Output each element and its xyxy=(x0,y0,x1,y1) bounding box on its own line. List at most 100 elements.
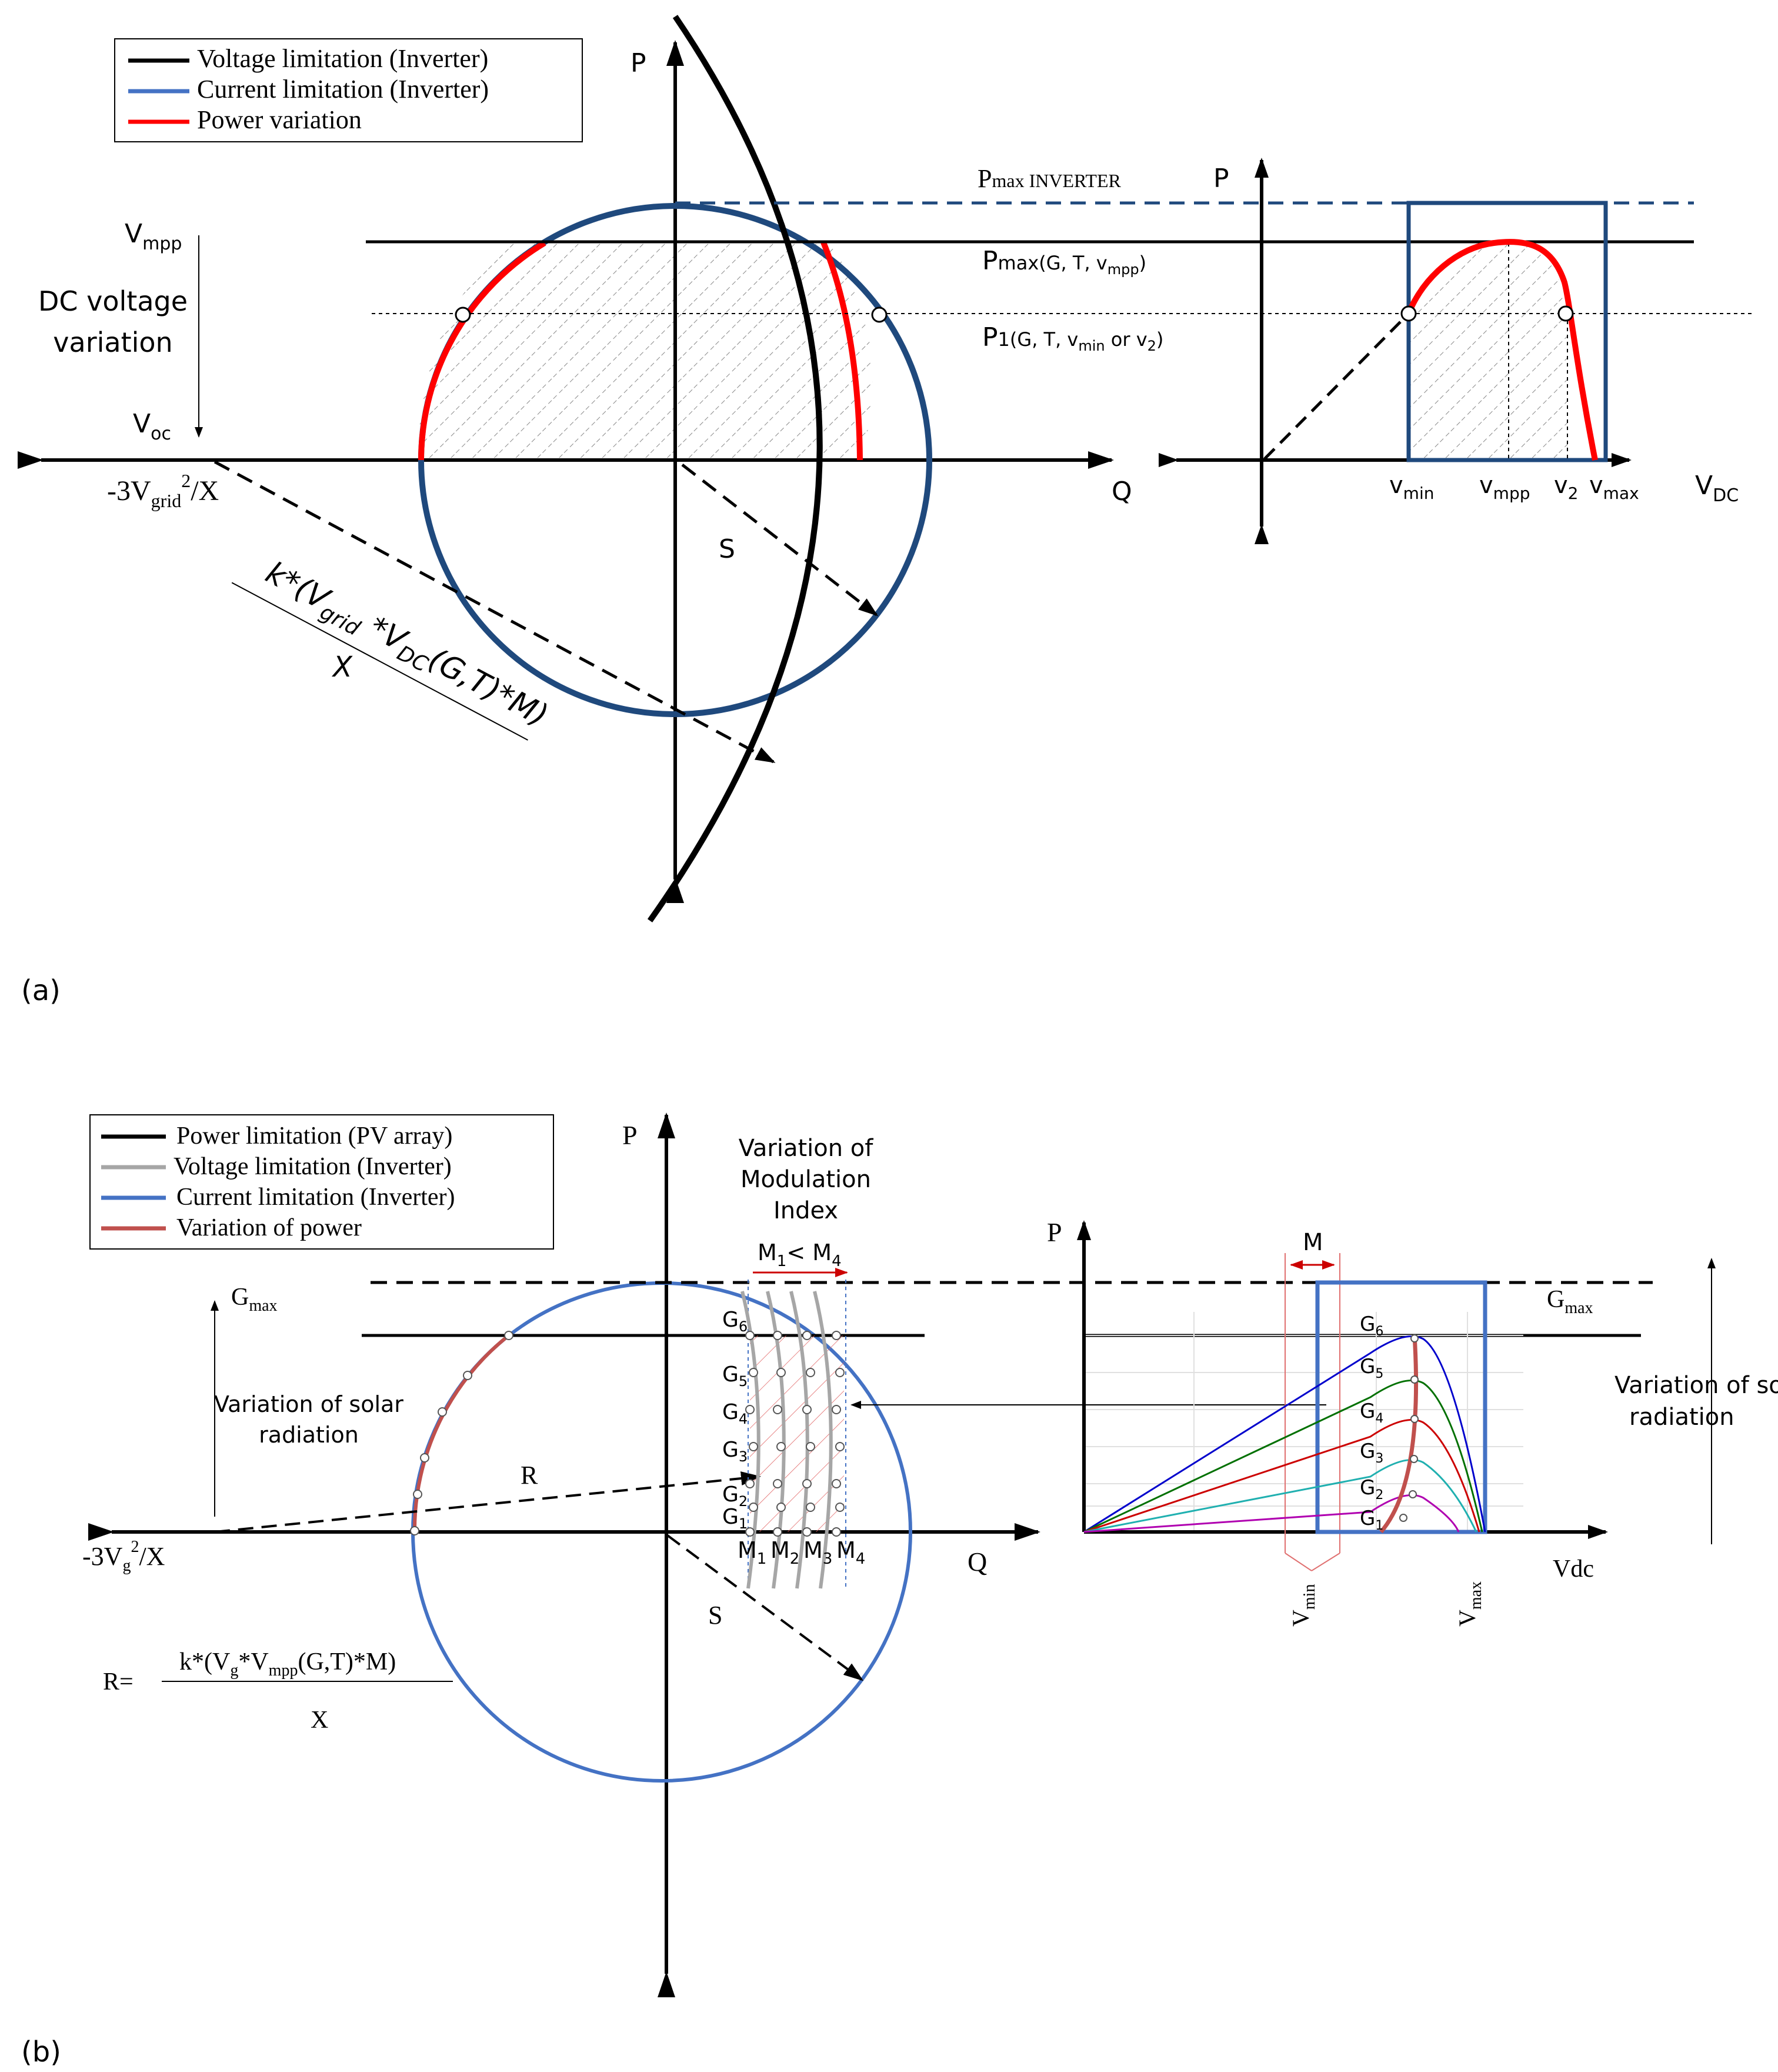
mod-grid-point xyxy=(745,1479,755,1488)
gmax-label-left: Gmax xyxy=(231,1284,278,1315)
mod-grid-point xyxy=(806,1368,815,1377)
voltage-curve-m3 xyxy=(789,1291,809,1589)
r-eq-label: R= xyxy=(103,1668,134,1695)
solar-label-left-2: radiation xyxy=(259,1422,359,1448)
k-formula: k*(Vgrid *VDC(G,T)*M) xyxy=(231,555,553,741)
g2-label: G2 xyxy=(722,1483,748,1510)
mod-grid-point xyxy=(776,1503,786,1512)
mod-grid-point xyxy=(835,1503,845,1512)
pv-dashed-line xyxy=(1263,312,1410,460)
legend-b-label-3: Current limitation (Inverter) xyxy=(176,1184,455,1211)
mod-m-labels: M1 M2 M3 M4 xyxy=(738,1537,865,1568)
vmin-band-join-r xyxy=(1311,1553,1340,1571)
g4-label: G4 xyxy=(722,1400,748,1427)
voltage-curve-m1 xyxy=(740,1291,760,1589)
legend-b: Power limitation (PV array) Voltage limi… xyxy=(89,1114,554,1250)
q-axis-label-b: Q xyxy=(968,1547,987,1577)
dc-voltage-label-1: DC voltage xyxy=(38,285,188,317)
r-label: R xyxy=(521,1461,538,1490)
mod-grid-point xyxy=(832,1527,841,1537)
vmin-band-join-l xyxy=(1285,1553,1312,1571)
legend-b-label-1: Power limitation (PV array) xyxy=(176,1122,452,1150)
g5-label: G5 xyxy=(722,1363,748,1390)
mpp-point xyxy=(1410,1455,1418,1463)
voltage-curve-m4 xyxy=(813,1291,833,1589)
mod-grid-point xyxy=(745,1331,755,1340)
arc-point xyxy=(463,1371,472,1380)
pv-p-label: P xyxy=(1213,164,1229,194)
mod-grid-point xyxy=(835,1368,845,1377)
mod-grid-point xyxy=(773,1405,782,1414)
mpp-point xyxy=(1410,1334,1419,1343)
p1-label: P1(G, T, vmin or v2) xyxy=(982,322,1163,354)
arc-point xyxy=(438,1407,447,1417)
k-denominator: X xyxy=(331,651,353,684)
mod-grid-point xyxy=(749,1503,758,1512)
arc-point xyxy=(420,1453,429,1463)
pv-g1-label: G1 xyxy=(1360,1507,1383,1533)
arc-point xyxy=(410,1526,419,1535)
arc-points xyxy=(410,1331,513,1535)
operating-point-right xyxy=(871,307,888,323)
pv-gmax-label: Gmax xyxy=(1547,1286,1593,1317)
pv-chart-b: P M G6 G5 xyxy=(1047,1217,1778,1627)
mod-grid-point xyxy=(806,1503,815,1512)
legend-b-label-2: Voltage limitation (Inverter) xyxy=(174,1153,452,1180)
voc-label: Voc xyxy=(133,409,171,444)
pv-hatched-area xyxy=(1409,242,1567,460)
mod-grid-point xyxy=(832,1479,841,1488)
pv-solar-label-1: Variation of solar xyxy=(1614,1372,1778,1399)
m4-label: M4 xyxy=(836,1537,865,1568)
m1-label: M1 xyxy=(738,1537,766,1568)
panel-a-label: (a) xyxy=(21,974,61,1007)
pv-point-vmin xyxy=(1400,305,1417,322)
mod-grid-point xyxy=(773,1527,782,1537)
mpp-point xyxy=(1410,1375,1419,1384)
pv-g4-label: G4 xyxy=(1360,1400,1383,1426)
pv-g2-label: G2 xyxy=(1360,1476,1383,1503)
neg-3vg-label: -3Vg2/X xyxy=(82,1538,165,1575)
r-numerator: k*(Vg*Vmpp(G,T)*M) xyxy=(179,1648,396,1680)
pv-limit-box-b xyxy=(1315,1280,1487,1534)
pv-chart-a: P vmin vmpp v2 vmax VDC xyxy=(1159,158,1739,544)
mod-grid-point xyxy=(832,1405,841,1414)
q-axis-label: Q xyxy=(1112,477,1132,507)
r-radius-arrow xyxy=(214,1471,761,1533)
pv-g6-label: G6 xyxy=(1360,1313,1383,1339)
pv-vmin-label-b: Vmin xyxy=(1287,1584,1319,1627)
pv-point-v2 xyxy=(1557,305,1574,322)
mod-g-labels: G6 G5 G4 G3 G2 G1 xyxy=(722,1308,748,1532)
pv-m-label: M xyxy=(1303,1229,1323,1256)
voltage-limit-arc xyxy=(647,15,823,922)
pv-vmax-label: vmax xyxy=(1589,472,1639,503)
pv-g5-label: G5 xyxy=(1360,1355,1383,1381)
pmax-gt-label: Pmax(G, T, vmpp) xyxy=(982,246,1146,278)
k-formula-text: k*(Vgrid *VDC(G,T)*M) xyxy=(258,555,553,738)
power-variation-left xyxy=(418,240,546,461)
mod-grid-point xyxy=(773,1331,782,1340)
m3-label: M3 xyxy=(803,1537,832,1568)
m2-label: M2 xyxy=(770,1537,799,1568)
pmax-inverter-label: Pmax INVERTER xyxy=(978,164,1122,193)
mod-label-1: Variation of xyxy=(739,1135,874,1162)
mod-grid-point xyxy=(802,1331,812,1340)
pv-v2-label: v2 xyxy=(1554,472,1579,503)
mod-grid-point xyxy=(802,1527,812,1537)
g3-label: G3 xyxy=(722,1438,748,1465)
pv-vdc-label: VDC xyxy=(1695,471,1739,506)
mod-grid-point xyxy=(776,1368,786,1377)
legend-current-label: Current limitation (Inverter) xyxy=(197,75,489,104)
g6-label: G6 xyxy=(722,1308,748,1335)
legend-box xyxy=(114,38,583,142)
mod-grid-point xyxy=(745,1405,755,1414)
pv-limit-box xyxy=(1406,201,1608,462)
pv-power-curve xyxy=(1406,239,1598,461)
mod-grid-point xyxy=(745,1527,755,1537)
mpp-points xyxy=(1399,1334,1419,1522)
neg-3v-grid-label: -3Vgrid2/X xyxy=(107,470,219,511)
solar-label-left-1: Variation of solar xyxy=(214,1391,403,1417)
pv-solar-label-2: radiation xyxy=(1629,1404,1734,1431)
operating-point-left xyxy=(455,307,471,323)
mod-grid-point xyxy=(806,1442,815,1451)
